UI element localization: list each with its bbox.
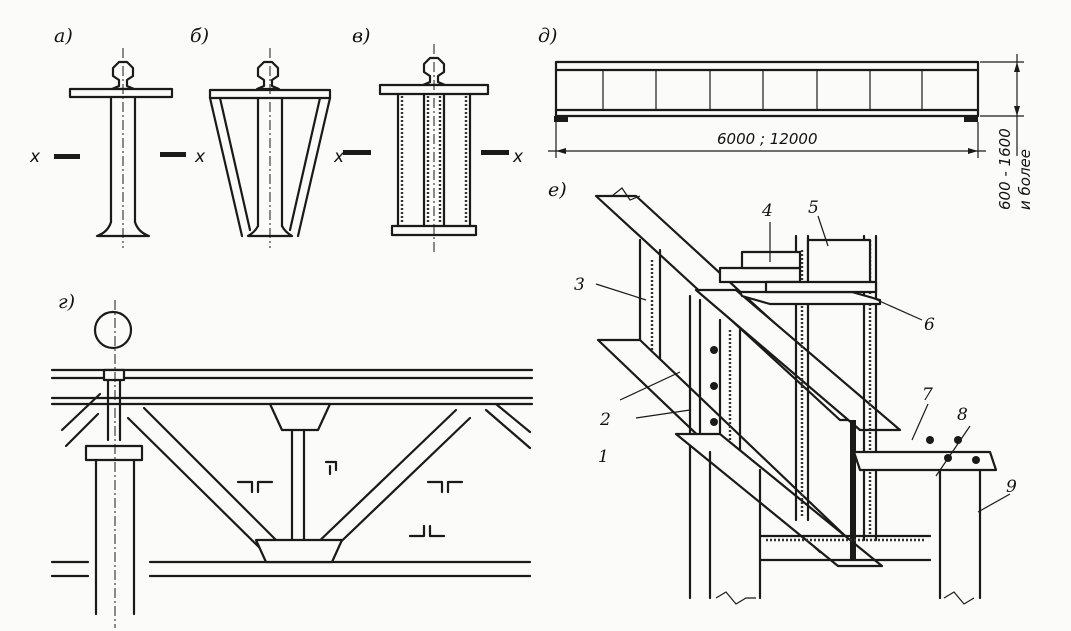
section-b-box: б) (190, 25, 332, 248)
axis-dash-mid (160, 152, 186, 157)
leader-2 (619, 371, 681, 401)
panel-label-b: б) (190, 25, 209, 47)
axis-dash-left (54, 154, 80, 159)
bottom-chord-left (50, 560, 90, 578)
angle-mark-2 (324, 460, 338, 476)
support-left (554, 116, 568, 122)
bolt-1 (710, 346, 718, 354)
crane-wheel (93, 310, 133, 350)
outer-walls-v (396, 92, 472, 228)
plate-6-top (764, 280, 878, 294)
top-chord (50, 368, 534, 406)
support-node-e: е) (548, 179, 1017, 605)
axis-label-left: x (29, 147, 41, 167)
angle-mark-4 (408, 524, 446, 538)
panel-label-d: д) (538, 25, 557, 47)
leader-1 (635, 409, 691, 419)
panel-label-e: е) (548, 179, 567, 201)
panel-label-a: а) (54, 25, 73, 47)
leader-5 (817, 215, 829, 247)
welds-v (400, 96, 468, 224)
leader-6 (867, 295, 923, 321)
callout-5: 5 (808, 198, 819, 218)
vertical-post (290, 408, 306, 560)
height-dimension-text-1: 600 - 1600 (996, 128, 1014, 210)
bolt-3 (710, 418, 718, 426)
base-plate (852, 450, 998, 472)
plate-4-top (740, 250, 802, 270)
section-a-i-beam: а) (54, 25, 174, 248)
angle-mark-1 (236, 480, 274, 494)
span-dimension-text: 6000 ; 12000 (717, 130, 817, 148)
plate-4 (718, 266, 802, 284)
left-column-shaft (708, 450, 762, 600)
side-sheets-inner-b (218, 96, 322, 232)
elevation-d: д) 6000 ; 12000 600 - 1600 и более (538, 25, 1034, 210)
rail-stud (106, 376, 122, 442)
gusset-top (268, 402, 332, 432)
callout-1: 1 (598, 447, 609, 467)
callout-9: 9 (1006, 477, 1017, 497)
callout-7: 7 (922, 385, 933, 405)
break-line-top (611, 187, 641, 201)
callout-4: 4 (761, 201, 773, 221)
callout-6: 6 (924, 315, 935, 335)
column-cap (84, 444, 144, 462)
panel-label-g: г) (58, 291, 75, 313)
break-line-left (715, 591, 756, 605)
inner-walls-v (422, 92, 446, 228)
leader-3 (595, 283, 647, 301)
gusset-bottom (254, 538, 344, 564)
leader-7 (911, 403, 929, 441)
girder-top-flange-right (694, 288, 902, 432)
web-b (256, 96, 284, 228)
axis-dash-v-left (343, 150, 371, 155)
web-a (109, 95, 137, 224)
bolt-2 (710, 382, 718, 390)
plate-6 (738, 290, 882, 306)
axis-label-v-left: x (333, 147, 345, 167)
top-flange-a (68, 87, 174, 99)
column-9-shaft (938, 468, 982, 600)
leader-9 (977, 493, 1011, 513)
callout-2: 2 (599, 410, 611, 430)
end-plate-1 (688, 294, 702, 454)
bottom-chord (148, 560, 532, 578)
column-base-beam (758, 534, 932, 562)
flanges-elevation (554, 68, 980, 112)
anchor-bolt-2 (954, 436, 962, 444)
angle-mark-3 (426, 480, 464, 494)
column-shaft (94, 458, 136, 616)
span-dimension-line (548, 122, 986, 158)
anchor-bolt-4 (972, 456, 980, 464)
side-sheets-b (208, 96, 332, 238)
axis-label-mid: x (194, 147, 206, 167)
stiffeners-elevation (602, 70, 923, 110)
axis-dash-v-right (481, 150, 509, 155)
break-line-right (943, 591, 975, 605)
diagonal-far-left (60, 392, 102, 448)
truss-g: г) (50, 291, 534, 628)
diagonal-left (126, 406, 284, 558)
girder-bottom-flange-right (674, 432, 884, 568)
diagonal-right (310, 408, 472, 558)
panel-label-v: в) (352, 25, 370, 47)
diagonal-far-right (484, 402, 532, 450)
rail-clamp (102, 368, 126, 382)
callout-3: 3 (574, 275, 585, 295)
x-axis-marker: x x (29, 147, 206, 167)
leader-8 (935, 425, 971, 477)
section-v-box-girder: в) x x (333, 25, 524, 252)
anchor-bolt-1 (926, 436, 934, 444)
rail-head-b (255, 60, 281, 91)
support-right (964, 116, 978, 122)
height-dimension-text-2: и более (1016, 149, 1034, 210)
callout-8: 8 (957, 405, 968, 425)
axis-label-v-right: x (512, 147, 524, 167)
